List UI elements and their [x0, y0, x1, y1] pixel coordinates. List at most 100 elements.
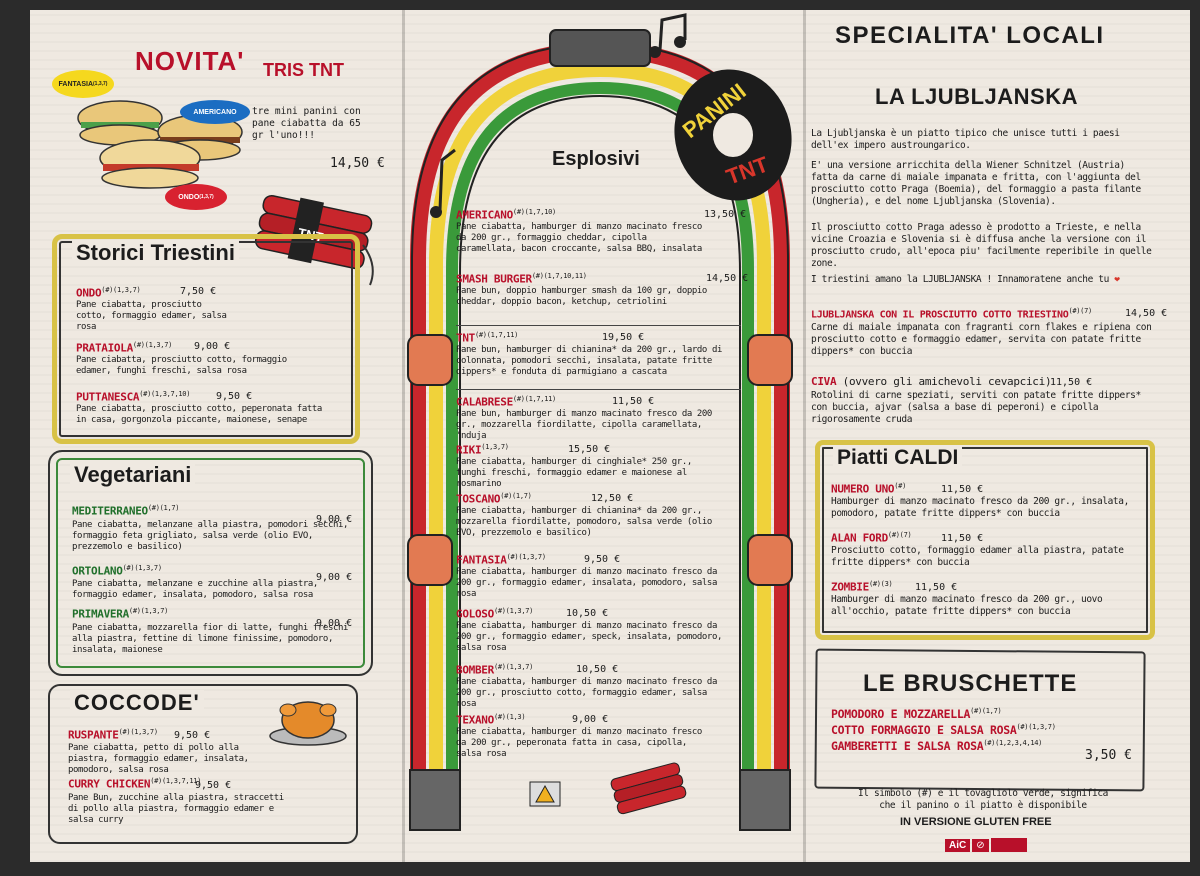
piatti-caldi-title: Piatti CALDI: [833, 446, 963, 470]
price-bruschette: 3,50 €: [1085, 748, 1132, 763]
storici-triestini-box: [52, 234, 360, 444]
price-curry-chicken: 9,50 €: [195, 780, 232, 791]
desc-ondo: Pane ciabatta, prosciutto cotto, formagg…: [76, 300, 227, 332]
menu-item-texano: TEXANO(#)(1,3): [456, 713, 526, 727]
menu-item-primavera: PRIMAVERA(#)(1,3,7): [72, 607, 169, 621]
section-divider: [456, 389, 741, 390]
price-americano: 13,50 €: [704, 209, 747, 220]
desc-texano: Pane ciabatta, hamburger di manzo macina…: [456, 727, 702, 759]
bruschette-title: LE BRUSCHETTE: [863, 670, 1078, 697]
desc-curry-chicken: Pane Bun, zucchine alla piastra, stracce…: [68, 793, 284, 825]
desc-smash-burger: Pane bun, doppio hamburger smash da 100 …: [456, 286, 707, 307]
price-tnt: 19,50 €: [602, 332, 645, 343]
ljubljanska-para-2: E' una versione arricchita della Wiener …: [811, 160, 1141, 207]
americano-badge: AMERICANO: [180, 100, 250, 124]
price-ruspante: 9,50 €: [174, 730, 211, 741]
desc-fantasia: Pane ciabatta, hamburger di manzo macina…: [456, 567, 717, 599]
section-divider: [456, 325, 741, 326]
menu-item-toscano: TOSCANO(#)(1,7): [456, 492, 532, 506]
menu-item-ruspante: RUSPANTE(#)(1,3,7): [68, 728, 158, 742]
menu-item-mediterraneo: MEDITERRANEO(#)(1,7): [72, 504, 180, 518]
ljubljanska-para-1: La Ljubljanska è un piatto tipico che un…: [811, 128, 1120, 151]
aic-wheat-icon: ⊘: [972, 838, 989, 852]
price-smash-burger: 14,50 €: [706, 273, 749, 284]
menu-item-goloso: GOLOSO(#)(1,3,7): [456, 607, 534, 621]
ljubljanska-subtitle: LA LJUBLJANSKA: [875, 84, 1078, 109]
heart-icon: ❤: [1114, 274, 1120, 285]
ondo-badge: ONDO(1,3,7): [165, 184, 227, 210]
right-menu-panel: SPECIALITA' LOCALI LA LJUBLJANSKA La Lju…: [805, 10, 1190, 862]
desc-puttanesca: Pane ciabatta, prosciutto cotto, peperon…: [76, 404, 322, 425]
menu-item-civa: CIVA (ovvero gli amichevoli cevapcici): [811, 375, 1052, 388]
desc-tnt: Pane bun, hamburger di chianina* da 200 …: [456, 345, 722, 377]
novita-title: NOVITA': [135, 46, 245, 76]
tris-tnt-price: 14,50 €: [330, 156, 385, 171]
fold-line-left: [402, 10, 405, 862]
menu-item-riki: RIKI(1,3,7): [456, 443, 509, 457]
desc-prataiola: Pane ciabatta, prosciutto cotto, formagg…: [76, 355, 287, 376]
price-puttanesca: 9,50 €: [216, 391, 253, 402]
specialita-locali-title: SPECIALITA' LOCALI: [835, 22, 1105, 49]
desc-ruspante: Pane ciabatta, petto di pollo alla piast…: [68, 743, 249, 775]
desc-goloso: Pane ciabatta, hamburger di manzo macina…: [456, 621, 722, 653]
desc-numero-uno: Hamburger di manzo macinato fresco da 20…: [831, 496, 1129, 519]
coccode-title: COCCODE': [70, 690, 204, 716]
price-bomber: 10,50 €: [576, 664, 619, 675]
desc-civa: Rotolini di carne speziati, serviti con …: [811, 390, 1141, 425]
roast-chicken-illustration: [269, 701, 347, 746]
coccode-box: [48, 684, 358, 844]
price-civa: 11,50 €: [1050, 377, 1093, 388]
esplosivi-title: Esplosivi: [552, 148, 640, 170]
menu-item-numero-uno: NUMERO UNO(#): [831, 482, 906, 496]
desc-zombie: Hamburger di manzo macinato fresco da 20…: [831, 594, 1103, 617]
tris-tnt-title: TRIS TNT: [263, 60, 344, 80]
menu-item-americano: AMERICANO(#)(1,7,10): [456, 208, 556, 222]
bruschetta-cotto-formaggio: COTTO FORMAGGIO E SALSA ROSA(#)(1,3,7): [831, 723, 1056, 737]
menu-item-bomber: BOMBER(#)(1,3,7): [456, 663, 534, 677]
fold-line-right: [803, 10, 806, 862]
desc-alan-ford: Prosciutto cotto, formaggio edamer alla …: [831, 545, 1124, 568]
desc-mediterraneo: Pane ciabatta, melanzane alla piastra, p…: [72, 520, 349, 552]
desc-americano: Pane ciabatta, hamburger di manzo macina…: [456, 222, 702, 254]
bruschetta-gamberetti: GAMBERETTI E SALSA ROSA(#)(1,2,3,4,14): [831, 739, 1043, 753]
mini-panini-illustration: [77, 100, 243, 189]
panini-tnt-logo: [674, 69, 792, 201]
price-toscano: 12,50 €: [591, 493, 634, 504]
price-zombie: 11,50 €: [915, 582, 958, 593]
aic-association-mark: [990, 838, 1027, 852]
menu-item-smash-burger: SMASH BURGER(#)(1,7,10,11): [456, 272, 587, 286]
menu-item-calabrese: CALABRESE(#)(1,7,11): [456, 395, 556, 409]
desc-riki: Pane ciabatta, hamburger di cinghiale* 2…: [456, 457, 692, 489]
menu-item-tnt: TNT(#)(1,7,11): [456, 331, 519, 345]
desc-ortolano: Pane ciabatta, melanzane e zucchine alla…: [72, 579, 318, 600]
menu-item-ortolano: ORTOLANO(#)(1,3,7): [72, 564, 162, 578]
ljubljanska-para-3: Il prosciutto cotto Praga adesso è prodo…: [811, 222, 1152, 269]
menu-item-prataiola: PRATAIOLA(#)(1,3,7): [76, 341, 173, 355]
menu-item-zombie: ZOMBIE(#)(3): [831, 580, 893, 594]
price-mediterraneo: 9,00 €: [316, 514, 353, 525]
menu-item-puttanesca: PUTTANESCA(#)(1,3,7,10): [76, 390, 191, 404]
menu-item-alan-ford: ALAN FORD(#)(7): [831, 531, 912, 545]
desc-calabrese: Pane bun, hamburger di manzo macinato fr…: [456, 409, 712, 441]
tris-tnt-description: tre mini panini con pane ciabatta da 65 …: [252, 106, 361, 141]
vegetariani-title: Vegetariani: [70, 462, 196, 488]
price-prataiola: 9,00 €: [194, 341, 231, 352]
middle-menu-panel: PANINI TNT Esplosivi AMERICANO(#)(1,7,10…: [400, 10, 805, 862]
price-ljubljanska: 14,50 €: [1125, 308, 1168, 319]
price-calabrese: 11,50 €: [612, 396, 655, 407]
desc-toscano: Pane ciabatta, hamburger di chianina* da…: [456, 506, 712, 538]
price-primavera: 9,00 €: [316, 618, 353, 629]
price-goloso: 10,50 €: [566, 608, 609, 619]
menu-item-ljubljanska: LJUBLJANSKA CON IL PROSCIUTTO COTTO TRIE…: [811, 307, 1092, 321]
menu-item-fantasia: FANTASIA(#)(1,3,7): [456, 553, 546, 567]
desc-bomber: Pane ciabatta, hamburger di manzo macina…: [456, 677, 717, 709]
price-numero-uno: 11,50 €: [941, 484, 984, 495]
price-ondo: 7,50 €: [180, 286, 217, 297]
bruschetta-pomodoro-mozzarella: POMODORO E MOZZARELLA(#)(1,7): [831, 707, 1002, 721]
dynamite-illustration: TNT: [254, 194, 374, 286]
aic-logo: AiC ⊘: [945, 838, 1027, 852]
gluten-free-note: Il simbolo (#) e il tovagliolo verde, si…: [857, 788, 1109, 811]
menu-item-curry-chicken: CURRY CHICKEN(#)(1,3,7,11): [68, 777, 202, 791]
desc-ljubljanska: Carne di maiale impanata con fragranti c…: [811, 322, 1152, 357]
price-riki: 15,50 €: [568, 444, 611, 455]
